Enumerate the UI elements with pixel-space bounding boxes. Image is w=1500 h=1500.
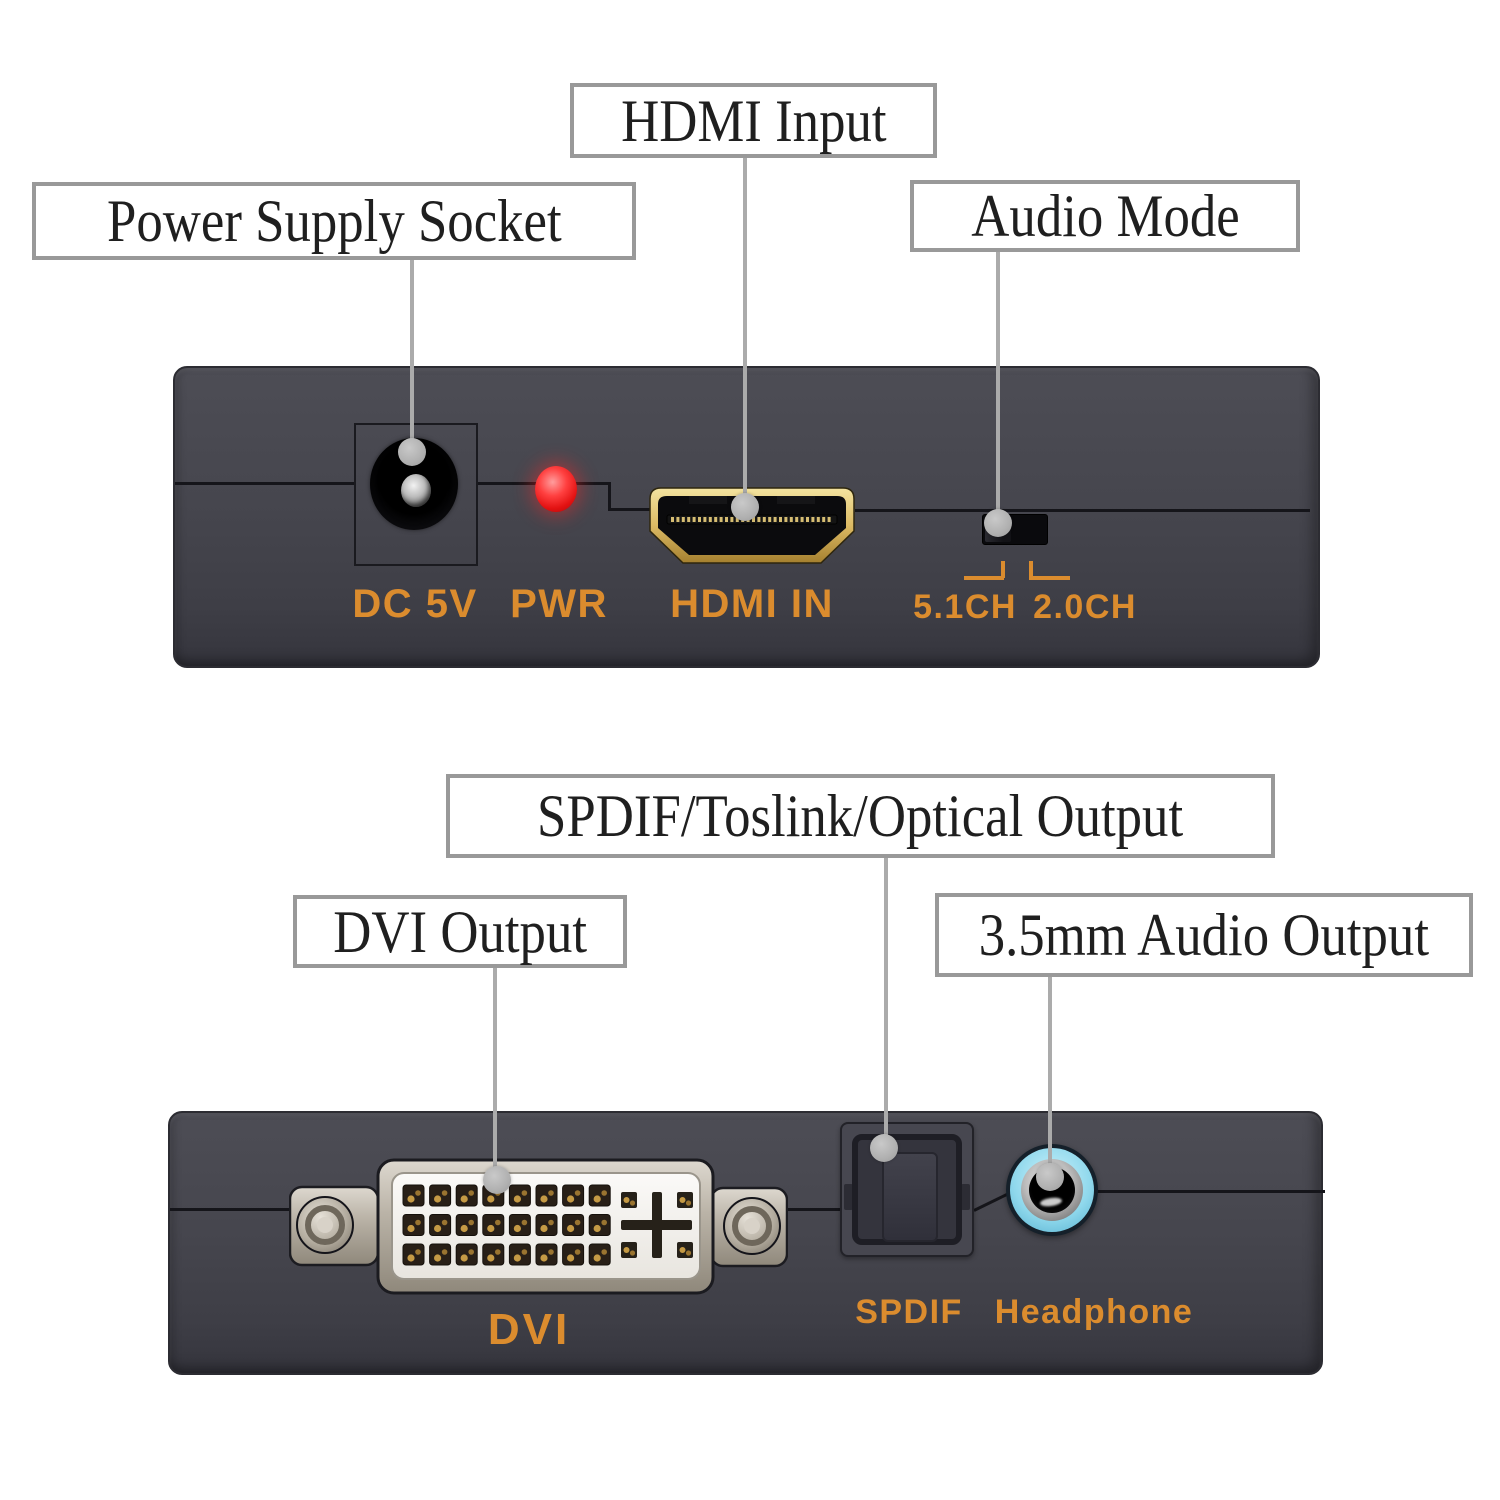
- toslink-opening: [852, 1134, 962, 1245]
- panel-seam: [855, 509, 1310, 512]
- port-label-dc5v: DC 5V: [352, 582, 478, 626]
- callout-line-audio-mode: [996, 250, 1000, 524]
- port-label-spdif: SPDIF: [855, 1293, 963, 1331]
- callout-box-power-supply: Power Supply Socket: [32, 182, 636, 260]
- callout-label-35mm-audio-output: 3.5mm Audio Output: [978, 902, 1430, 968]
- headphone-jack-glint: [1039, 1196, 1063, 1208]
- callout-line-power-supply: [410, 258, 414, 454]
- dvi-pin-grid: [402, 1184, 611, 1266]
- callout-line-headphone-output: [1048, 975, 1052, 1179]
- callout-label-audio-mode: Audio Mode: [970, 183, 1240, 249]
- port-label-hdmi-in: HDMI IN: [670, 582, 834, 626]
- panel-seam: [610, 508, 651, 511]
- callout-line-hdmi-input: [743, 156, 747, 508]
- dvi-analog-pins: [621, 1192, 693, 1258]
- callout-box-audio-mode: Audio Mode: [910, 180, 1300, 252]
- callout-dot-headphone-output: [1036, 1163, 1064, 1191]
- panel-seam: [788, 1208, 840, 1211]
- toslink-wing-right: [961, 1184, 970, 1210]
- converter-back-panel: DVI SPDIF Headphone: [168, 1111, 1325, 1375]
- panel-seam: [170, 1208, 289, 1211]
- port-label-20ch: 2.0CH: [1033, 588, 1137, 626]
- port-label-51ch: 5.1CH: [913, 588, 1017, 626]
- callout-label-spdif-output: SPDIF/Toslink/Optical Output: [537, 783, 1184, 849]
- toslink-wing-left: [844, 1184, 853, 1210]
- port-label-dvi: DVI: [487, 1305, 571, 1354]
- switch-mark-20ch: [1029, 561, 1033, 578]
- panel-seam: [175, 482, 354, 485]
- callout-box-dvi-output: DVI Output: [293, 895, 627, 968]
- callout-dot-dvi-output: [483, 1166, 511, 1194]
- dc-jack-outline: [354, 423, 478, 566]
- callout-dot-hdmi-input: [731, 493, 759, 521]
- callout-label-power-supply: Power Supply Socket: [106, 188, 562, 254]
- toslink-flap: [882, 1152, 938, 1242]
- switch-mark-51ch: [964, 576, 1004, 580]
- callout-box-35mm-audio-output: 3.5mm Audio Output: [935, 893, 1473, 977]
- dvi-connector: [289, 1158, 788, 1295]
- callout-dot-power-supply: [398, 438, 426, 466]
- callout-box-hdmi-input: HDMI Input: [570, 83, 937, 158]
- switch-mark-51ch: [1001, 561, 1005, 578]
- power-led: [535, 466, 577, 512]
- callout-box-spdif-output: SPDIF/Toslink/Optical Output: [446, 774, 1275, 858]
- callout-label-dvi-output: DVI Output: [333, 898, 587, 965]
- switch-mark-20ch: [1029, 576, 1070, 580]
- callout-label-hdmi-input: HDMI Input: [620, 87, 887, 154]
- callout-line-spdif-output: [884, 856, 888, 1149]
- port-label-headphone: Headphone: [994, 1293, 1194, 1331]
- panel-seam: [1095, 1190, 1325, 1193]
- hdmi-port: [649, 487, 855, 564]
- panel-seam: [608, 482, 611, 511]
- callout-dot-audio-mode: [984, 509, 1012, 537]
- callout-dot-spdif-output: [870, 1134, 898, 1162]
- spdif-optical-port: [840, 1122, 974, 1257]
- callout-line-dvi-output: [493, 966, 497, 1182]
- dc-jack-pin: [401, 474, 431, 507]
- port-label-pwr: PWR: [510, 582, 608, 626]
